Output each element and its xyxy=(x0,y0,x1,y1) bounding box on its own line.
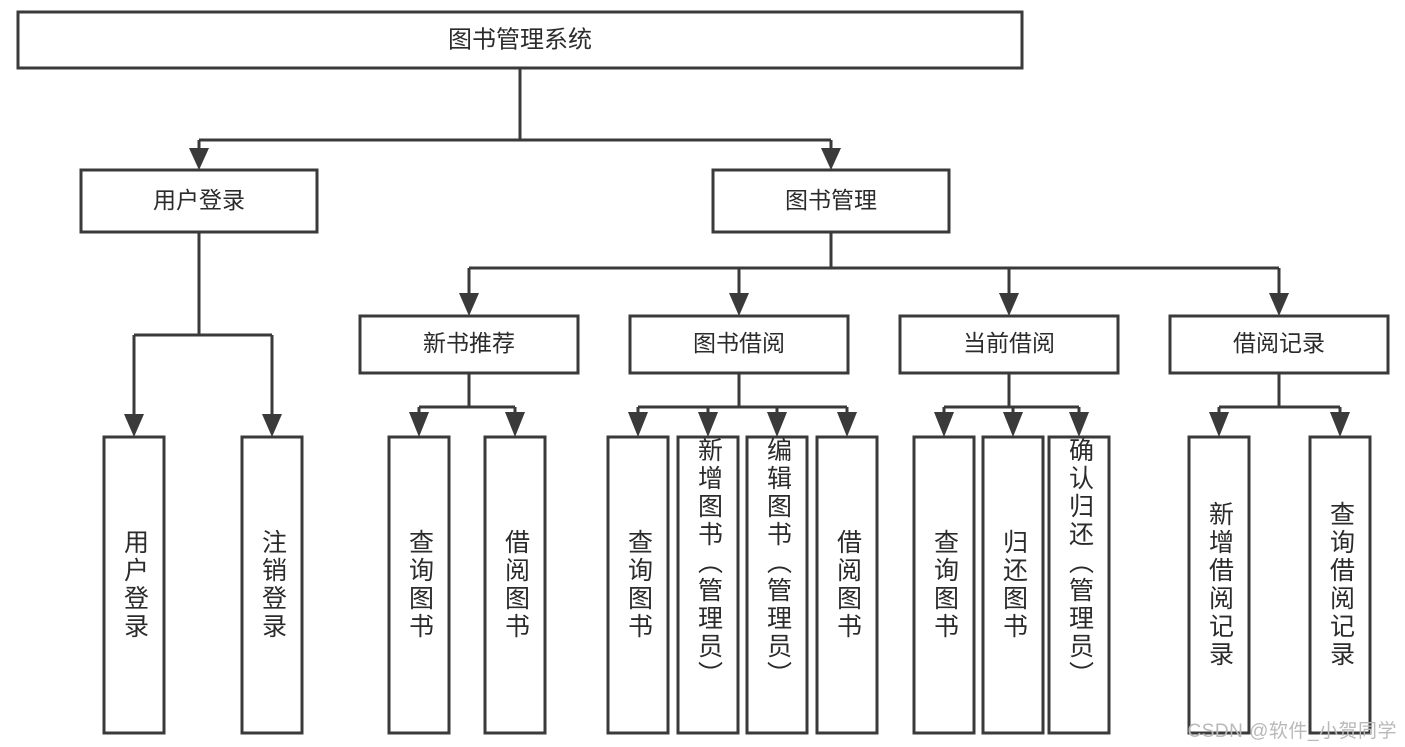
leaf-box-bb-add-book[interactable] xyxy=(676,435,740,735)
connector-group-currentborrow-to-leaves xyxy=(934,373,1089,437)
leaf-box-bb-query-book[interactable] xyxy=(606,435,670,735)
arrow-head-leaf-user-login xyxy=(124,414,144,437)
arrow-head-leaf-logout xyxy=(262,414,282,437)
leaf-box-cb-confirm-return[interactable] xyxy=(1047,435,1111,735)
node-book-manage-box[interactable] xyxy=(711,168,951,234)
connector-group-newbook-to-leaves xyxy=(409,373,525,437)
arrow-head-leaf-cb-query-book xyxy=(934,412,954,437)
leaf-box-br-add-record[interactable] xyxy=(1187,435,1251,735)
node-borrow-record-box[interactable] xyxy=(1168,314,1390,375)
arrow-head-user-login xyxy=(189,148,209,170)
arrow-head-leaf-br-query-record xyxy=(1330,412,1350,437)
node-root-box[interactable] xyxy=(16,10,1024,70)
connector-group-root-to-level2 xyxy=(189,68,841,170)
csdn-watermark: CSDN @软件_小贺同学 xyxy=(1187,721,1397,742)
connector-group-bookmanage-to-level3 xyxy=(459,232,1289,316)
node-new-book-recommend-label: 新书推荐 xyxy=(423,330,515,356)
node-user-login-box[interactable] xyxy=(79,168,319,234)
arrow-head-leaf-nb-query-book xyxy=(409,412,429,437)
leaf-box-bb-edit-book[interactable] xyxy=(745,435,809,735)
node-root-label: 图书管理系统 xyxy=(448,26,592,53)
arrow-head-leaf-bb-add-book xyxy=(698,412,718,437)
arrow-head-borrow-record xyxy=(1269,293,1289,316)
node-user-login-label: 用户登录 xyxy=(153,187,245,213)
leaf-box-cb-query-book[interactable] xyxy=(912,435,976,735)
arrow-head-leaf-cb-confirm-return xyxy=(1069,412,1089,437)
node-new-book-recommend-box[interactable] xyxy=(358,314,580,375)
arrow-head-book-manage xyxy=(821,148,841,170)
connector-group-userlogin-to-leaves xyxy=(124,232,282,437)
arrow-head-current-borrow xyxy=(999,293,1019,316)
leaf-box-nb-query-book[interactable] xyxy=(387,435,451,735)
leaf-box-cb-return-book[interactable] xyxy=(981,435,1045,735)
arrow-head-leaf-bb-edit-book xyxy=(767,412,787,437)
arrow-head-leaf-nb-borrow-book xyxy=(505,412,525,437)
node-current-borrow-box[interactable] xyxy=(898,314,1120,375)
node-book-manage-label: 图书管理 xyxy=(785,187,877,213)
connector-group-bookborrow-to-leaves xyxy=(628,373,857,437)
arrow-head-leaf-bb-borrow-book xyxy=(837,412,857,437)
node-borrow-record-label: 借阅记录 xyxy=(1233,330,1325,356)
leaf-box-user-login[interactable] xyxy=(102,435,166,735)
leaf-box-logout[interactable] xyxy=(240,435,304,735)
arrow-head-leaf-br-add-record xyxy=(1209,412,1229,437)
leaf-box-bb-borrow-book[interactable] xyxy=(815,435,879,735)
arrow-head-book-borrow xyxy=(729,293,749,316)
node-book-borrow-box[interactable] xyxy=(628,314,850,375)
arrow-head-leaf-bb-query-book xyxy=(628,412,648,437)
connector-group-borrowrecord-to-leaves xyxy=(1209,373,1350,437)
leaf-box-br-query-record[interactable] xyxy=(1308,435,1372,735)
arrow-head-leaf-cb-return-book xyxy=(1003,412,1023,437)
node-current-borrow-label: 当前借阅 xyxy=(963,330,1055,356)
leaf-box-nb-borrow-book[interactable] xyxy=(483,435,547,735)
node-book-borrow-label: 图书借阅 xyxy=(693,330,785,356)
arrow-head-new-book-recommend xyxy=(459,293,479,316)
